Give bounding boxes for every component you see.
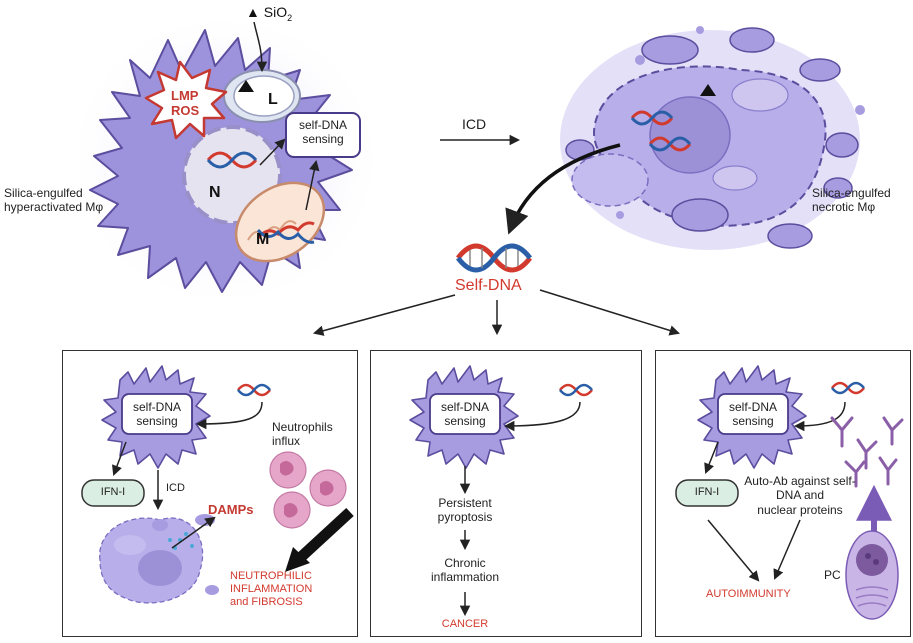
ros-label: ROS: [171, 103, 200, 118]
mitochondria-label: M: [256, 231, 270, 248]
panel3-graphics: [675, 365, 904, 620]
nucleus-label: N: [209, 184, 221, 201]
dna-icon: [630, 110, 692, 152]
ifn-pill: [81, 479, 145, 507]
autoimmunity-outcome: AUTOIMMUNITY: [706, 588, 791, 600]
self-dna-helix: [456, 243, 532, 273]
ifn-label-p3: IFN-I: [694, 486, 720, 498]
silica-label: ▲ SiO2: [246, 4, 293, 23]
ifn-pill: [675, 479, 739, 507]
lmp-ros-burst: [144, 60, 228, 140]
plasma-cell-label: PC: [824, 568, 841, 582]
dna-icon: [236, 383, 272, 397]
mitochondrion-shape: [234, 181, 326, 263]
cancer-outcome: CANCER: [441, 618, 489, 630]
silica-particle-icon: [238, 80, 254, 92]
dna-icon: [830, 381, 866, 395]
lmp-label: LMP: [171, 88, 199, 103]
icd-label-top: ICD: [462, 116, 487, 132]
neutrophil-icon: [269, 451, 347, 529]
panel-autoimmunity: [655, 350, 911, 637]
dna-icon: [558, 383, 594, 397]
panel-fibrosis: [62, 350, 358, 637]
lysosome-label: L: [268, 91, 278, 108]
dna-icon: [256, 221, 315, 244]
hyperactivated-macrophage: [65, 10, 385, 310]
damps-label: DAMPs: [208, 502, 254, 517]
panel1-graphics: [81, 365, 354, 604]
silica-particle-icon: [700, 84, 716, 96]
self-dna-sensing-box: [285, 112, 361, 158]
dna-icon: [206, 151, 258, 169]
antibody-icon: [830, 416, 904, 488]
panel2-graphics: [409, 365, 594, 617]
icd-label-p1: ICD: [166, 482, 185, 494]
necrotic-macrophage: [560, 26, 865, 250]
self-dna-label: Self-DNA: [455, 277, 522, 294]
panel-cancer: [370, 350, 642, 637]
ifn-label-p1: IFN-I: [100, 486, 126, 498]
